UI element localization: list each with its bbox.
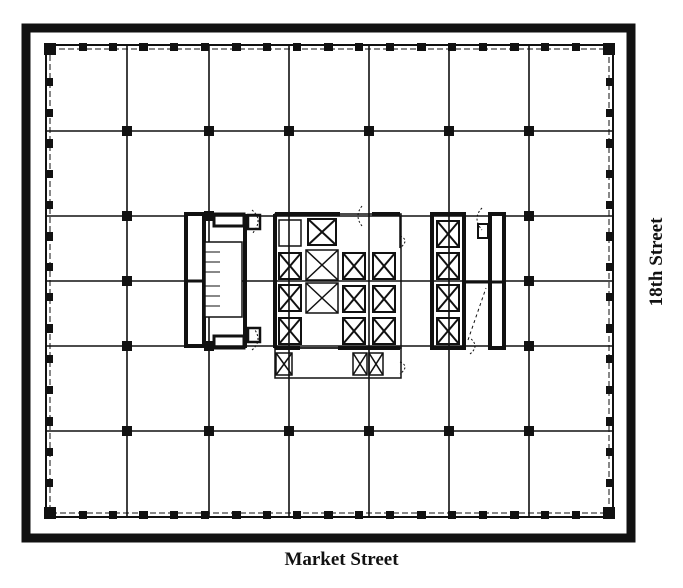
interior-columns [122,126,534,436]
restroom-block [204,241,243,318]
site-boundary [21,23,636,543]
structural-grid [46,45,613,517]
street-label-18th: 18th Street [646,217,667,307]
building-core [184,205,402,379]
right-elevator-bank [430,207,506,355]
street-label-market: Market Street [284,549,399,570]
elevator-cars [275,218,406,376]
perimeter-columns [44,43,615,519]
